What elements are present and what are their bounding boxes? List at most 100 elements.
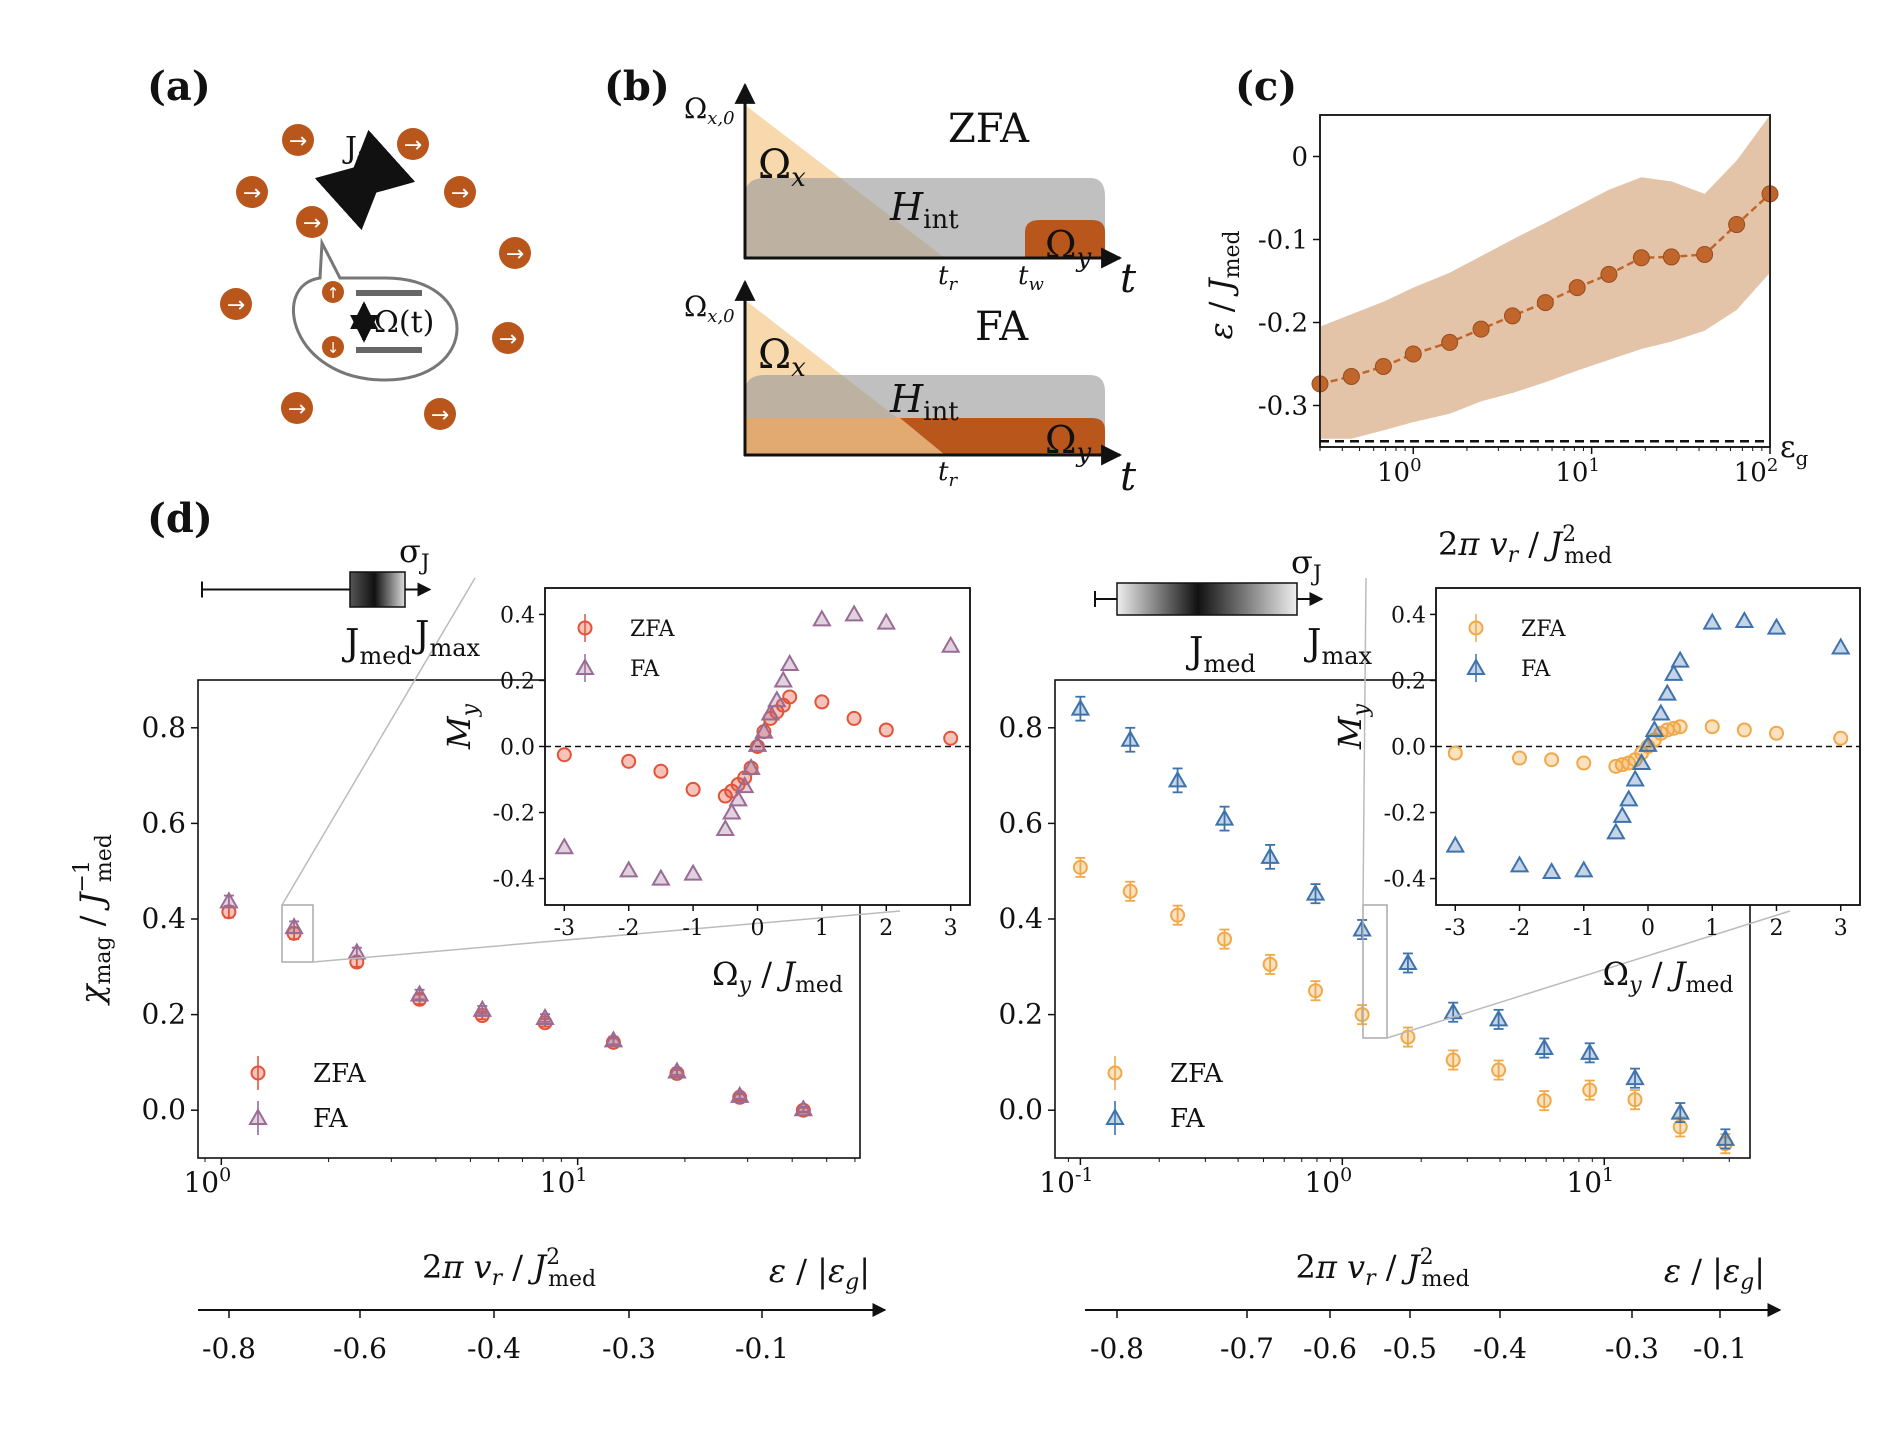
d-left-zoom-box	[281, 904, 314, 963]
d-left-inset-fa-point	[734, 776, 755, 794]
zfa-title: ZFA	[948, 106, 1030, 152]
panel-b-protocol-diagram: Ωx,0 ZFA Ωx Hint Ωy tr tw t Ωx,0 FA Ωx H…	[684, 82, 1137, 500]
spin-particle	[499, 237, 531, 269]
d-left-y-axis-label: χmag / J−1med	[70, 834, 117, 1006]
zfa-tw-label: tw	[1018, 261, 1044, 295]
d-left-inset-y-tick-label: 0.0	[500, 736, 535, 761]
d-right-inset-y-axis-label: My	[1331, 703, 1374, 750]
d-left-inset-y-axis-label: My	[440, 703, 483, 750]
d-left-energy-axis-label: ε / |εg|	[769, 1252, 870, 1295]
d-right-zoom-box	[1362, 904, 1388, 1039]
d-left-inset-fa-point	[651, 868, 671, 886]
d-left-inset-x-tick-label: -1	[682, 916, 703, 941]
d-right-fa-point	[1580, 1042, 1600, 1060]
d-left-x-tick-label: 101	[540, 1164, 588, 1199]
d-right-inset-y-tick-label: -0.2	[1384, 802, 1426, 827]
d-right-zoom-connector	[1362, 577, 1367, 906]
d-right-inset-fa-point	[1644, 719, 1665, 737]
d-left-inset-fa-point	[683, 863, 703, 881]
d-right-x-tick-label: 100	[1304, 1164, 1352, 1199]
d-right-jmed-label: Jmed	[1185, 631, 1256, 678]
spin-particle	[424, 398, 456, 430]
d-right-fa-point	[1305, 883, 1326, 901]
d-left-inset-x-tick-label: 3	[944, 916, 958, 941]
c-ground-state-label: εg	[1780, 430, 1809, 470]
d-right-energy-tick-label: -0.7	[1220, 1332, 1274, 1365]
d-left-energy-tick-label: -0.4	[467, 1332, 521, 1365]
d-left-inset-legend-marker	[575, 657, 595, 675]
d-right-energy-tick-label: -0.1	[1693, 1332, 1747, 1365]
spin-particle	[397, 128, 429, 160]
d-left-inset-x-tick-label: -3	[554, 916, 575, 941]
d-right-fa-point	[1120, 729, 1140, 747]
d-left-fa-point	[409, 984, 430, 1002]
d-left-inset-x-tick-label: -2	[618, 916, 639, 941]
drive-label: Ω(t)	[374, 305, 434, 340]
d-left-inset-fa-point	[754, 721, 774, 739]
d-left-inset-fa-point	[760, 703, 781, 721]
d-right-legend-label: FA	[1170, 1104, 1206, 1134]
zfa-t-label: t	[1120, 256, 1137, 302]
d-right-x-tick-label: 10-1	[1039, 1164, 1093, 1199]
panel-label-d: (d)	[147, 495, 213, 542]
d-right-legend-marker	[1107, 1065, 1123, 1081]
spin-arrow-icon: →	[227, 293, 245, 318]
d-right-y-tick-label: 0.2	[998, 998, 1043, 1031]
d-right-inset-x-tick-label: 2	[1769, 916, 1783, 941]
d-right-inset-zfa-point	[1833, 730, 1849, 746]
d-right-inset-legend-label: ZFA	[1521, 617, 1567, 642]
d-right-inset-x-tick-label: -1	[1573, 916, 1594, 941]
d-right-fa-point	[1260, 846, 1280, 864]
zfa-omega-y-label: Ωy	[1045, 223, 1092, 273]
spin-up-icon: ↑	[327, 284, 340, 302]
d-right-inset-fa-point	[1445, 835, 1465, 853]
d-left-inset-fa-point	[812, 609, 832, 627]
d-right-inset-zfa-point	[1447, 745, 1463, 761]
fa-omega-y-label: Ωy	[1045, 418, 1092, 468]
d-right-zfa-point	[1217, 931, 1233, 947]
c-data-point	[1374, 357, 1392, 375]
c-y-axis-label: ε / Jmed	[1202, 230, 1245, 339]
c-x-tick-label: 101	[1555, 455, 1600, 488]
c-data-point	[1568, 279, 1586, 297]
d-right-inset-legend-label: FA	[1521, 657, 1551, 682]
c-data-point	[1696, 245, 1714, 263]
d-right-inset-zfa-point	[1768, 725, 1784, 741]
spin-particle	[281, 392, 313, 424]
d-left-inset-fa-point	[728, 789, 748, 807]
d-left-y-tick-label: 0.6	[141, 806, 186, 839]
fa-y-label: Ωx,0	[684, 290, 735, 327]
d-right-inset-fa-point	[1831, 637, 1851, 655]
d-left-y-tick-label: 0.8	[141, 711, 186, 744]
d-right-energy-tick-label: -0.5	[1383, 1332, 1437, 1365]
d-right-inset-fa-point	[1606, 822, 1626, 840]
d-right-inset-fa-point	[1734, 611, 1755, 629]
d-right-inset-fa-point	[1638, 734, 1658, 752]
d-right-zfa-point	[1308, 983, 1324, 999]
c-data-point	[1536, 294, 1554, 312]
d-left-inset-legend-label: FA	[630, 657, 660, 682]
d-left-inset-zfa-point	[814, 694, 830, 710]
fa-omega-y-region	[745, 418, 945, 455]
spin-up-particle	[322, 281, 344, 303]
c-data-point	[1472, 320, 1490, 338]
zfa-omega-y-region	[1025, 220, 1105, 258]
d-right-x-tick-label: 101	[1566, 1164, 1614, 1199]
d-right-fa-point	[1715, 1128, 1736, 1146]
d-right-zfa-point	[1627, 1092, 1643, 1108]
d-right-zfa-point	[1072, 859, 1088, 875]
fa-omega-y-region-main	[900, 418, 1105, 455]
d-left-legend-label: ZFA	[313, 1059, 367, 1089]
spin-particle	[296, 206, 328, 238]
c-data-point	[1728, 216, 1746, 234]
d-left-scale-bar-gradient	[349, 571, 406, 608]
d-right-zfa-point	[1582, 1082, 1598, 1098]
d-right-inset-x-tick-label: -3	[1445, 916, 1466, 941]
c-data-point	[1342, 367, 1360, 385]
d-left-inset-y-tick-label: 0.2	[500, 669, 535, 694]
panel-label-b: (b)	[604, 63, 670, 110]
panel-label-a: (a)	[147, 63, 211, 110]
